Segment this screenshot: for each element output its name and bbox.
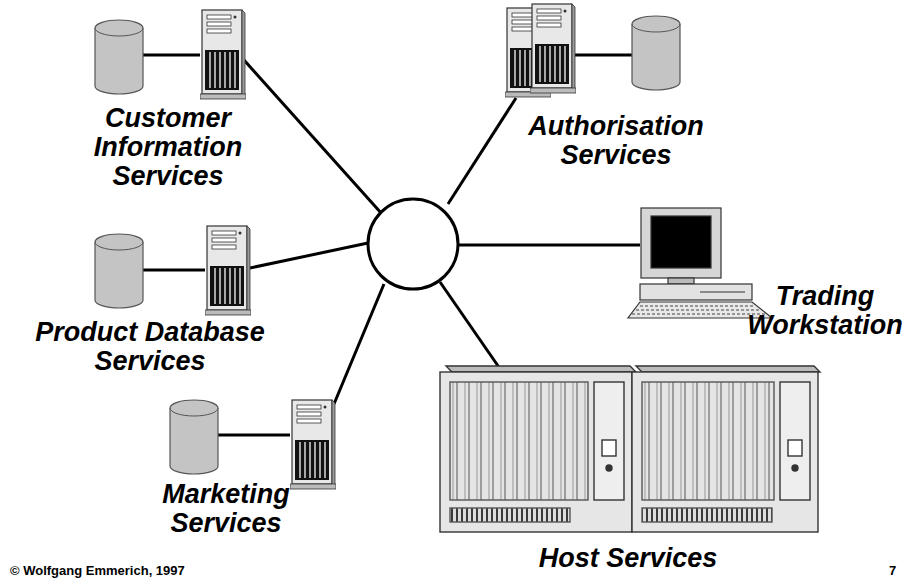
copyright-note: © Wolfgang Emmerich, 1997	[10, 563, 185, 578]
product-db-node: Product Database Services	[5, 318, 295, 376]
trading-workstation-node: Trading Workstation	[745, 282, 905, 340]
host-node: Host Services	[498, 544, 758, 573]
service-label: Product Database Services	[5, 318, 295, 376]
authorisation-node: Authorisation Services	[501, 112, 731, 170]
page-number: 7	[889, 563, 896, 578]
customer-info-node: Customer Information Services	[78, 104, 258, 191]
marketing-node: Marketing Services	[136, 480, 316, 538]
service-label: Trading Workstation	[745, 282, 905, 340]
service-label: Host Services	[498, 544, 758, 573]
service-label: Authorisation Services	[501, 112, 731, 170]
service-label: Marketing Services	[136, 480, 316, 538]
service-label: Customer Information Services	[78, 104, 258, 191]
